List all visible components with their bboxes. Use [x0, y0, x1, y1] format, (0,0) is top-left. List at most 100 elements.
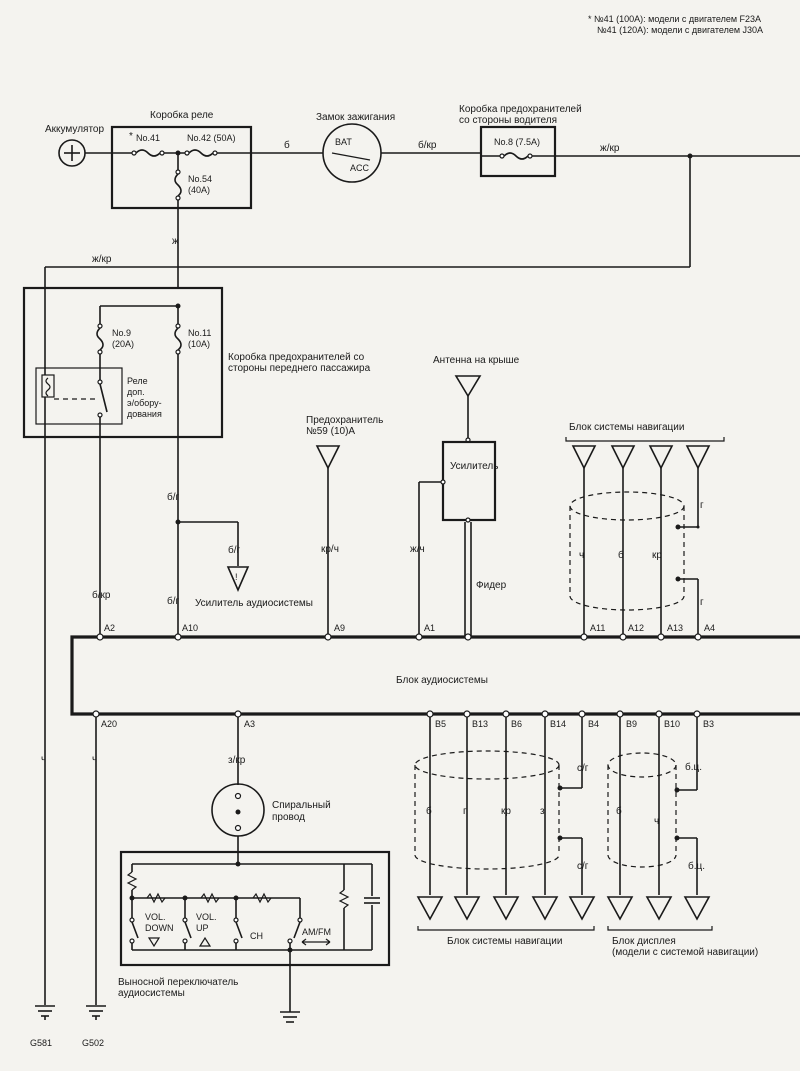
display-label-2: (модели с системой навигации): [612, 947, 758, 958]
vol-up-switch: [182, 898, 192, 944]
relay-asterisk: *: [129, 131, 133, 142]
relay-label-4: дования: [127, 409, 162, 419]
ignition-acc: ACC: [350, 163, 370, 173]
wire-label-ch-bot: ч: [654, 816, 659, 827]
note-j30a: №41 (120A): модели с двигателем J30A: [597, 25, 763, 35]
fuse54-icon: [174, 173, 182, 197]
antenna-amplifier: [441, 440, 497, 522]
wire-label-kr-top: кр: [652, 550, 662, 561]
ground-icon-g502: [86, 1005, 106, 1020]
vol-down-icon: [147, 937, 161, 948]
fuse42-icon: [188, 149, 214, 157]
wire-label-s-g-1: с/г: [577, 763, 589, 774]
driver-fuse-box: [479, 125, 557, 178]
fuse41-label: No.41: [136, 133, 160, 143]
amfm-switch: [287, 898, 303, 944]
pin-b9: B9: [626, 719, 637, 729]
pin-b10: B10: [664, 719, 680, 729]
remote-switch-label-1: Выносной переключатель: [118, 977, 238, 988]
relay-contact-icon: [99, 383, 108, 413]
antenna-label: Антенна на крыше: [433, 355, 520, 366]
fuse54-rating: (40A): [188, 185, 210, 195]
pin-b5: B5: [435, 719, 446, 729]
antenna-amp-label: Усилитель: [450, 461, 498, 472]
wire-label-b-g: б/г: [167, 491, 180, 503]
wire-label-zh-ch: ж/ч: [410, 544, 425, 555]
wire-label-b-kr: б/кр: [418, 139, 437, 151]
wire-label-b-g-2: б/г: [167, 595, 180, 607]
wire-label-ch-left-1: ч: [41, 754, 46, 765]
relay-label-1: Реле: [127, 376, 148, 386]
nav-top-shield: [569, 491, 685, 611]
amp-audio-label: Усилитель аудиосистемы: [195, 598, 313, 609]
ground-g502-label: G502: [82, 1038, 104, 1048]
audio-unit: [70, 635, 800, 716]
relay-label-2: доп.: [127, 387, 145, 397]
wire-label-zh: ж: [172, 236, 179, 247]
fuse9-icon: [96, 327, 104, 351]
pin-a11: A11: [590, 623, 605, 633]
display-connectors: [606, 896, 711, 921]
wire-label-g-top-2: г: [700, 597, 704, 608]
display-shield: [607, 752, 677, 868]
wire-label-b-bot: б: [426, 805, 432, 817]
vol-down-label-1: VOL.: [145, 912, 166, 922]
wire-label-s-g-2: с/г: [577, 861, 589, 872]
vol-up-label-1: VOL.: [196, 912, 217, 922]
ch-switch: [233, 898, 243, 944]
wire-label-b-g-3: б/г: [228, 544, 241, 556]
wire-label-z-kr: з/кр: [228, 755, 246, 766]
amfm-label: AM/FM: [302, 927, 331, 937]
fuse11-label: No.11: [188, 328, 211, 338]
antenna-icon: [454, 375, 482, 398]
nav-top-connectors: [571, 445, 711, 470]
wire-label-g-top-1: г: [700, 500, 704, 511]
amfm-arrow-icon: [301, 938, 331, 946]
pin-a3: A3: [244, 719, 255, 729]
ignition-switch-icon: [322, 123, 382, 183]
relay-box-title: Коробка реле: [150, 109, 214, 121]
nav-bottom-connectors: [416, 896, 596, 921]
ground-icon-g581: [35, 1005, 55, 1020]
wire-label-zh-kr-2: ж/кр: [92, 254, 112, 265]
fuse59-connector-icon: [315, 445, 341, 470]
pin-a12: A12: [628, 623, 644, 633]
wire-label-b-kr-2: б/кр: [92, 589, 111, 601]
passenger-fuse-box-title-2: стороны переднего пассажира: [228, 363, 371, 374]
remote-switch-label-2: аудиосистемы: [118, 988, 185, 999]
vol-down-label-2: DOWN: [145, 923, 174, 933]
wire-label-z-bot: з: [540, 806, 545, 817]
fuse11-icon: [174, 327, 182, 351]
fuse9-rating: (20A): [112, 339, 134, 349]
vol-up-label-2: UP: [196, 923, 209, 933]
pin-b6: B6: [511, 719, 522, 729]
ignition-bat: BAT: [335, 137, 352, 147]
spiral-label-2: провод: [272, 812, 305, 823]
relay-coil-icon: [41, 374, 55, 398]
pin-a9: A9: [334, 623, 345, 633]
fuse8-icon: [503, 152, 529, 160]
spiral-label-1: Спиральный: [272, 800, 331, 811]
pin-a4: A4: [704, 623, 715, 633]
pin-a13: A13: [667, 623, 683, 633]
ground-icon-switch: [280, 1011, 300, 1023]
nav-bottom-shield: [414, 750, 560, 870]
driver-fuse-box-title-2: со стороны водителя: [459, 115, 557, 126]
fuse54-label: No.54: [188, 174, 212, 184]
wire-label-b-bot-2: б: [616, 805, 622, 817]
nav-bottom-label: Блок системы навигации: [447, 936, 562, 947]
fuse42-label: No.42 (50A): [187, 133, 236, 143]
wire-label-bc-1: б.ц.: [685, 761, 702, 773]
display-label-1: Блок дисплея: [612, 936, 676, 947]
wire-label-b: б: [284, 139, 290, 151]
fuse59-label-1: Предохранитель: [306, 415, 383, 426]
audio-unit-label: Блок аудиосистемы: [396, 675, 488, 686]
pin-a20: A20: [101, 719, 117, 729]
pin-b14: B14: [550, 719, 566, 729]
pin-b3: B3: [703, 719, 714, 729]
fuse41-icon: [135, 149, 161, 157]
wire-label-zh-kr: ж/кр: [600, 143, 620, 154]
ignition-title: Замок зажигания: [316, 112, 395, 123]
